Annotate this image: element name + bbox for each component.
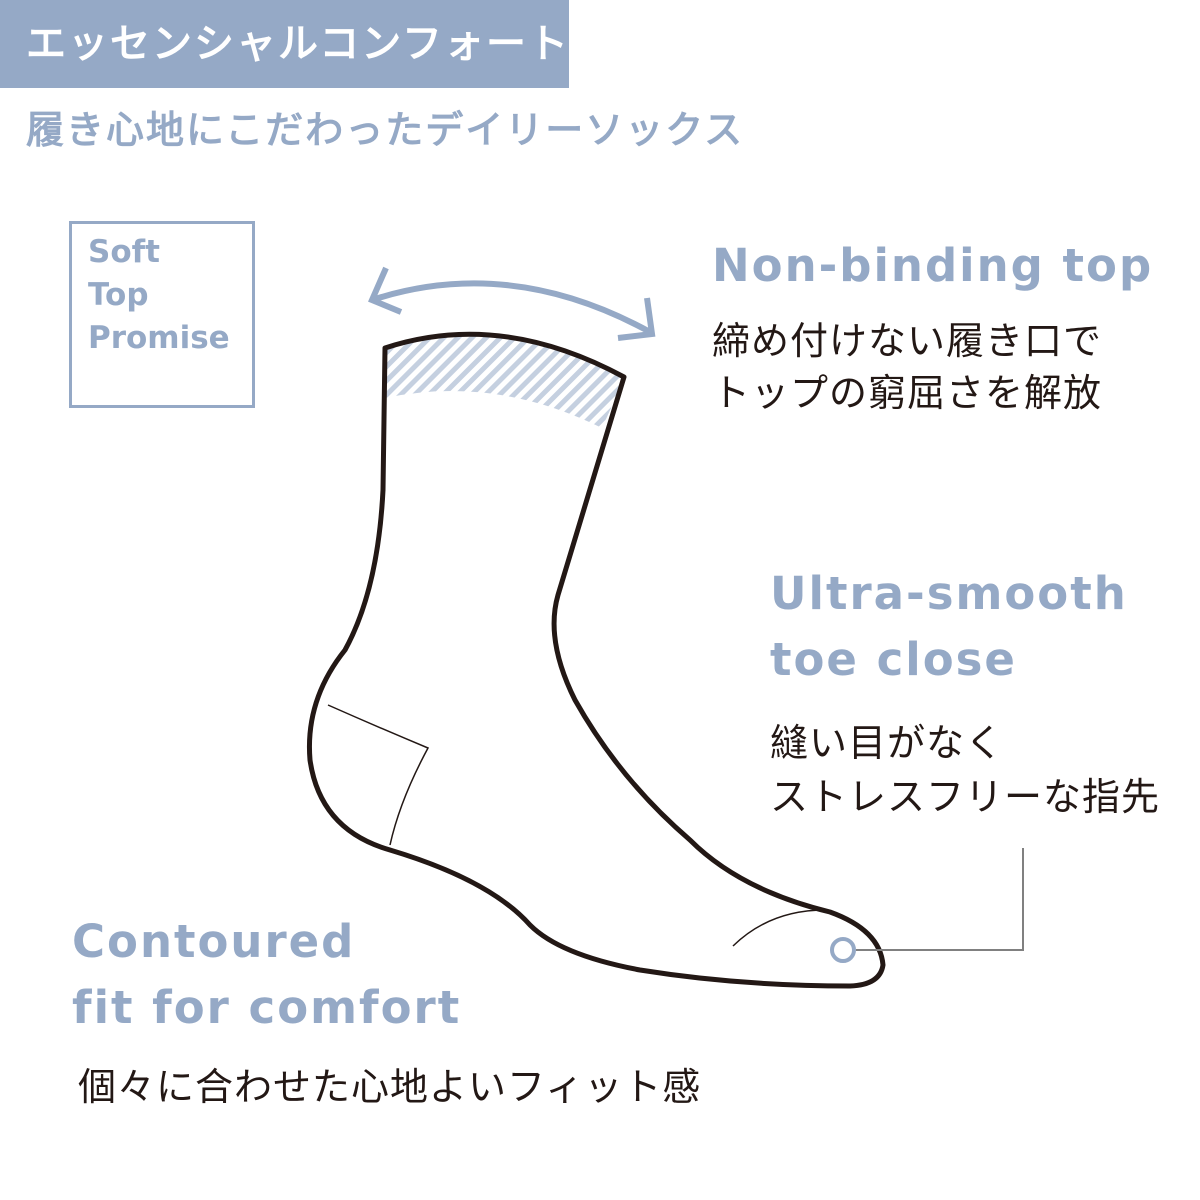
badge-line: Soft (88, 234, 160, 270)
feature-body-line: トップの窮屈さを解放 (712, 371, 1103, 415)
badge-line: Top (88, 277, 149, 313)
sock-outline (306, 331, 886, 989)
banner-title: エッセンシャルコンフォート (26, 21, 570, 67)
feature-body-line: 個々に合わせた心地よいフィット感 (78, 1065, 702, 1109)
badge-line: Promise (88, 320, 230, 356)
toe-seam-line (732, 909, 826, 947)
soft-top-promise-badge: Soft Top Promise (69, 221, 255, 408)
header-banner: エッセンシャルコンフォート (0, 0, 569, 88)
feature-heading-ultra-smooth: Ultra-smooth (770, 567, 1128, 620)
page-subtitle: 履き心地にこだわったデイリーソックス (26, 108, 745, 152)
hatched-cuff-band (385, 334, 625, 428)
feature-body-line: 縫い目がなく (770, 721, 1005, 765)
toe-leader-line (856, 848, 1024, 951)
double-headed-curved-arrow-icon (368, 266, 656, 341)
heel-panel-line (327, 704, 430, 846)
feature-heading-contoured: Contoured (72, 915, 356, 968)
feature-heading-toe-close: toe close (770, 633, 1017, 686)
feature-body-line: 締め付けない履き口で (712, 319, 1103, 363)
toe-marker-circle-icon (830, 937, 856, 963)
feature-heading-fit-for-comfort: fit for comfort (72, 981, 462, 1034)
feature-heading-non-binding-top: Non-binding top (712, 239, 1154, 292)
feature-body-line: ストレスフリーな指先 (770, 775, 1161, 819)
